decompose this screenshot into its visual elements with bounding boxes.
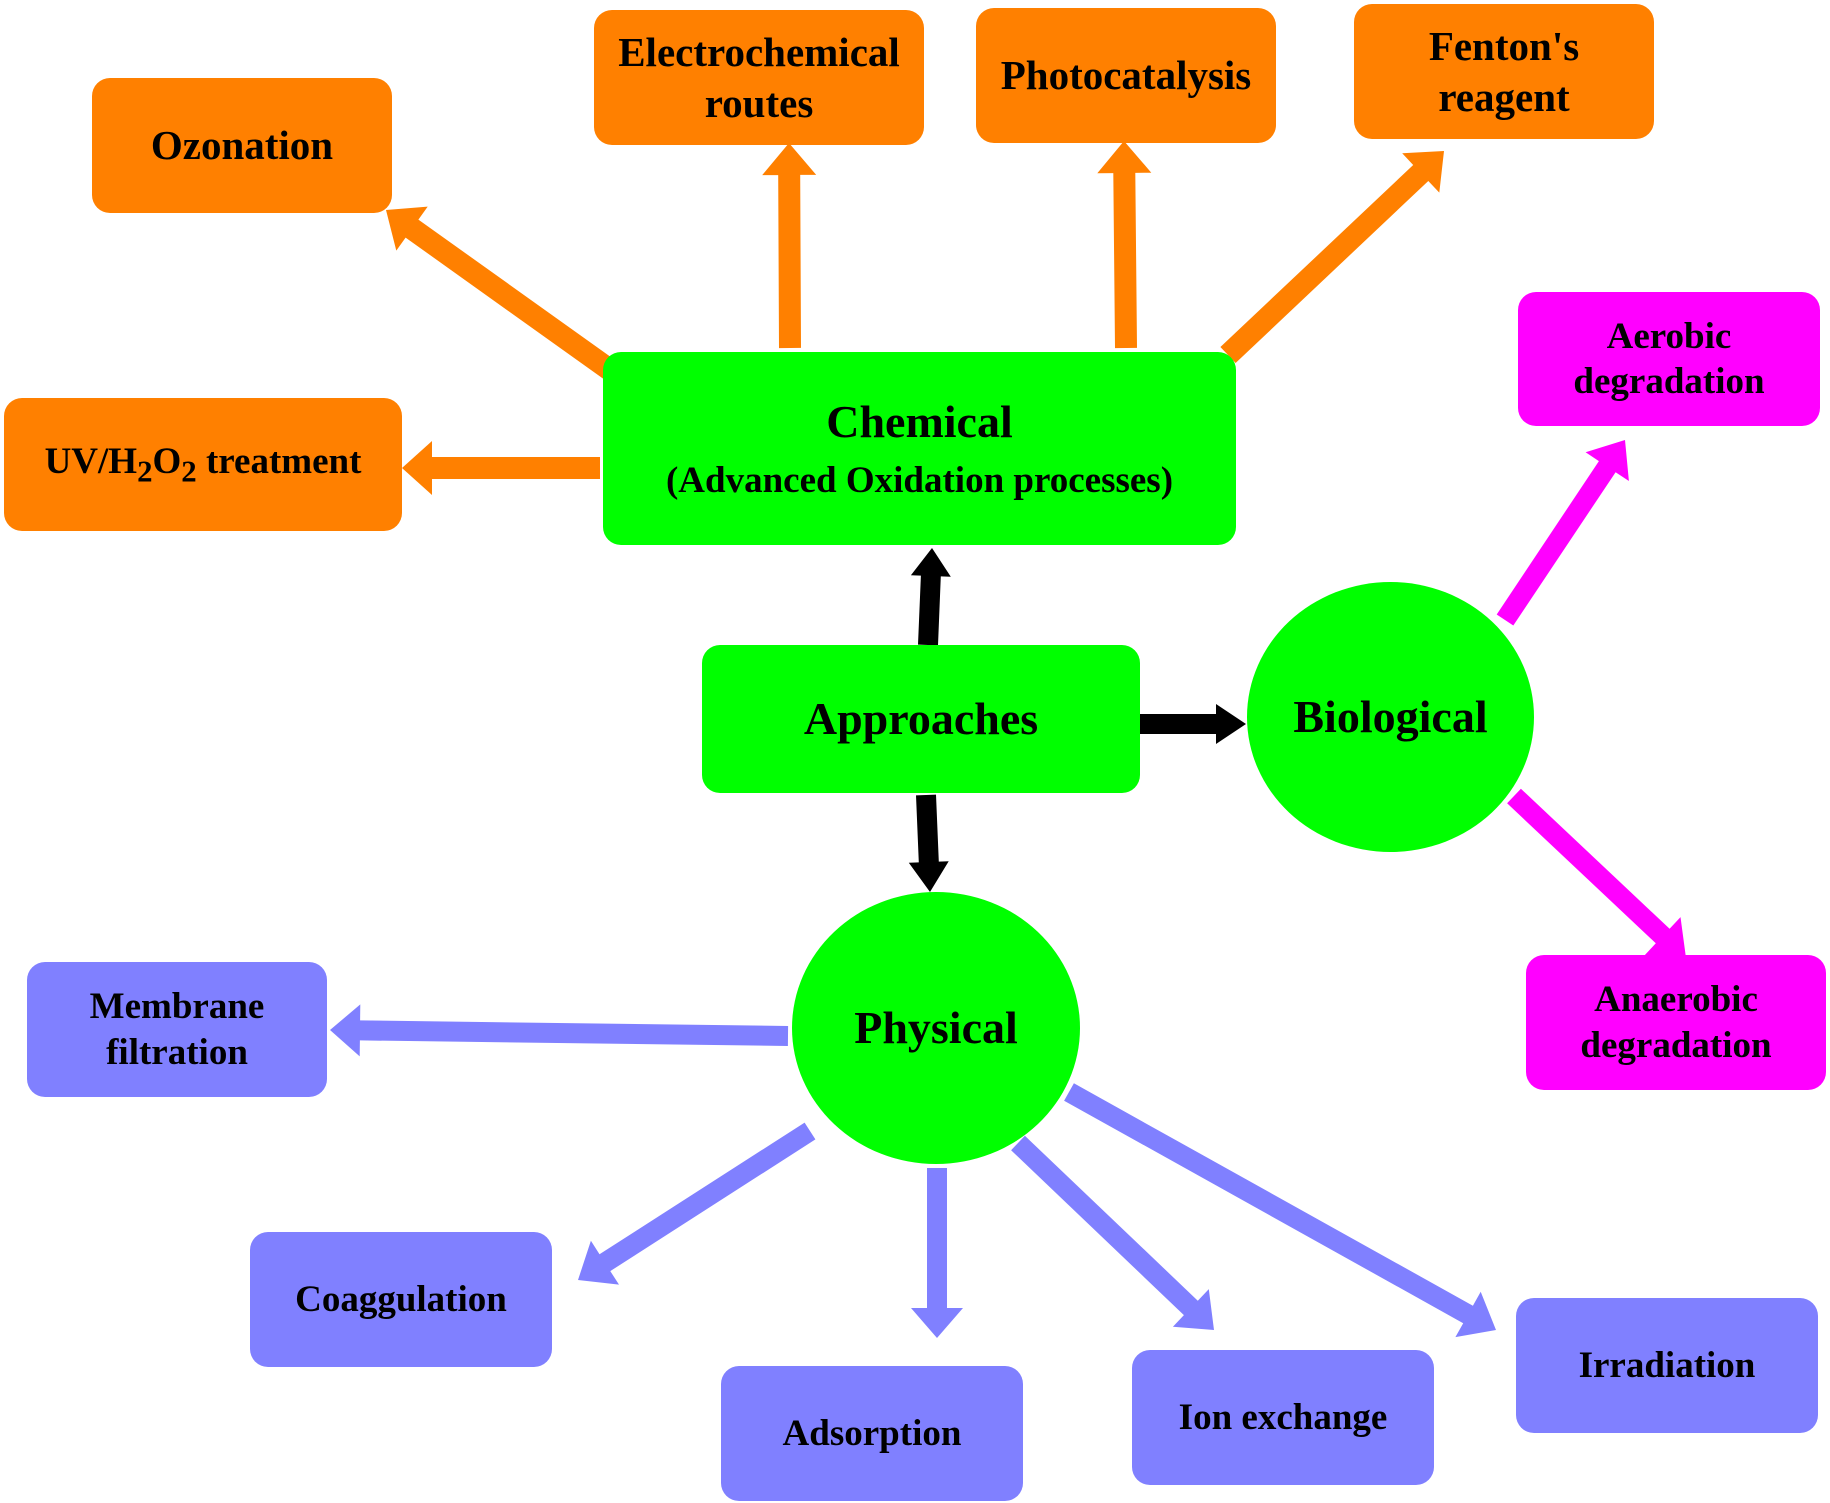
arrow-to-irradiation bbox=[1064, 1083, 1496, 1338]
arrow-to-ozonation bbox=[386, 206, 617, 379]
biological-label: Biological bbox=[1293, 690, 1488, 742]
node-irradiation: Irradiation bbox=[1516, 1298, 1818, 1433]
node-adsorption: Adsorption bbox=[721, 1366, 1023, 1501]
fenton-label-line2: reagent bbox=[1438, 73, 1570, 120]
arrow-to-ion-exchange bbox=[1011, 1135, 1214, 1330]
membrane-label-line2: filtration bbox=[106, 1031, 248, 1073]
approaches-label: Approaches bbox=[803, 692, 1039, 744]
node-fentons-reagent: Fenton's reagent bbox=[1354, 4, 1654, 139]
physical-label: Physical bbox=[854, 1001, 1018, 1053]
node-physical: Physical bbox=[792, 892, 1080, 1164]
arrow-to-coaggulation bbox=[578, 1122, 816, 1285]
uv-h2o2-label: UV/H2O2 treatment bbox=[44, 440, 362, 488]
arrow-to-uv bbox=[402, 441, 600, 495]
fenton-label-line1: Fenton's bbox=[1428, 23, 1580, 70]
membrane-label-line1: Membrane bbox=[89, 986, 265, 1028]
adsorption-label: Adsorption bbox=[782, 1412, 962, 1454]
node-coaggulation: Coaggulation bbox=[250, 1232, 552, 1367]
aerobic-label-line2: degradation bbox=[1573, 361, 1765, 402]
node-biological: Biological bbox=[1247, 582, 1534, 852]
arrow-to-aerobic bbox=[1496, 440, 1629, 626]
coaggulation-label: Coaggulation bbox=[295, 1278, 507, 1320]
photocatalysis-label: Photocatalysis bbox=[1000, 52, 1252, 99]
arrow-to-photocatalysis bbox=[1097, 141, 1152, 349]
ozonation-label: Ozonation bbox=[150, 122, 334, 169]
anaerobic-label-line1: Anaerobic bbox=[1594, 979, 1758, 1021]
arrow-to-anaerobic bbox=[1507, 788, 1686, 958]
node-photocatalysis: Photocatalysis bbox=[976, 8, 1276, 143]
electrochemical-label-line1: Electrochemical bbox=[618, 29, 900, 76]
node-membrane-filtration: Membrane filtration bbox=[27, 962, 327, 1097]
node-ion-exchange: Ion exchange bbox=[1132, 1350, 1434, 1485]
ion-exchange-label: Ion exchange bbox=[1178, 1396, 1388, 1438]
chemical-subtitle: (Advanced Oxidation processes) bbox=[665, 459, 1174, 501]
node-uv-h2o2-treatment: UV/H2O2 treatment bbox=[4, 398, 402, 531]
arrow-to-electrochemical bbox=[762, 143, 817, 349]
node-aerobic-degradation: Aerobic degradation bbox=[1518, 292, 1820, 426]
arrow-to-biological bbox=[1140, 704, 1246, 744]
node-electrochemical-routes: Electrochemical routes bbox=[594, 10, 924, 145]
electrochemical-label-line2: routes bbox=[704, 79, 814, 126]
node-anaerobic-degradation: Anaerobic degradation bbox=[1526, 955, 1826, 1090]
arrow-to-chemical bbox=[910, 548, 951, 646]
arrow-to-adsorption bbox=[911, 1168, 963, 1338]
anaerobic-label-line2: degradation bbox=[1580, 1024, 1772, 1066]
chemical-title: Chemical bbox=[826, 395, 1013, 447]
irradiation-label: Irradiation bbox=[1578, 1344, 1756, 1386]
arrow-to-fenton bbox=[1220, 151, 1444, 363]
node-ozonation: Ozonation bbox=[92, 78, 392, 213]
arrow-to-physical bbox=[908, 794, 949, 892]
node-chemical: Chemical (Advanced Oxidation processes) bbox=[603, 352, 1236, 545]
aerobic-label-line1: Aerobic bbox=[1606, 315, 1732, 357]
arrow-to-membrane bbox=[330, 1004, 789, 1057]
node-approaches: Approaches bbox=[702, 645, 1140, 793]
